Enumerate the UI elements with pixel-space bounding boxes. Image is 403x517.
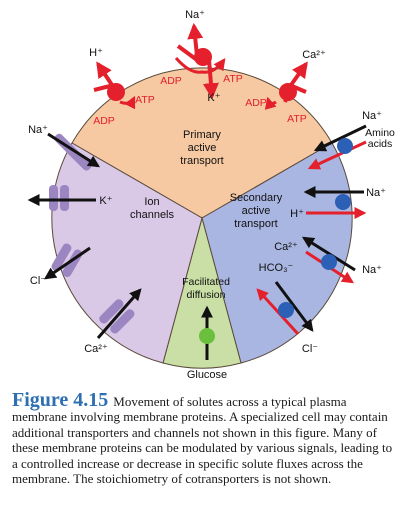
amino-line2-label: acids xyxy=(368,138,393,150)
sodium-proton-exchanger xyxy=(303,186,367,219)
primary-label-line1: Primary xyxy=(183,129,221,141)
na-sec3-label: Na⁺ xyxy=(362,264,382,276)
atp-top-right-label: ATP xyxy=(223,73,243,85)
sodium-calcium-exchanger xyxy=(301,236,356,284)
membrane-transport-diagram: Primary active transport Secondary activ… xyxy=(27,9,395,381)
ion-channels-sector xyxy=(51,142,203,364)
cl-sec-label: Cl⁻ xyxy=(302,343,318,355)
chloride-channel xyxy=(44,243,91,280)
figure-number: Figure 4.15 xyxy=(12,389,109,411)
amino-acid-symporter xyxy=(307,124,367,170)
ion-label-line1: Ion xyxy=(144,196,159,208)
sodium-channel xyxy=(47,132,101,171)
h-sec-label: H⁺ xyxy=(290,208,304,220)
amino-line1-label: Amino xyxy=(365,127,395,139)
ca-sec-label: Ca²⁺ xyxy=(274,241,298,253)
secondary-label-line2: active xyxy=(242,205,271,217)
atp-right-low-label: ATP xyxy=(287,113,307,125)
na-sec2-label: Na⁺ xyxy=(366,187,386,199)
atp-left-label: ATP xyxy=(135,94,155,106)
facilitated-label-line2: diffusion xyxy=(187,289,226,301)
primary-label-line3: transport xyxy=(180,155,223,167)
hco3-label: HCO₃⁻ xyxy=(259,262,294,274)
cl-left-label: Cl⁻ xyxy=(30,275,46,287)
calcium-channel xyxy=(96,288,142,339)
ion-label-line2: channels xyxy=(130,209,175,221)
chloride-bicarbonate-exchanger xyxy=(256,281,314,336)
na-left-label: Na⁺ xyxy=(28,124,48,136)
glucose-transporter xyxy=(199,305,215,360)
proton-pump xyxy=(93,61,136,110)
adp-left-low-label: ADP xyxy=(93,115,115,127)
glucose-label: Glucose xyxy=(187,369,227,381)
k-mid-label: K⁺ xyxy=(207,92,220,104)
na-top-label: Na⁺ xyxy=(185,9,205,21)
secondary-label-line3: transport xyxy=(234,218,277,230)
ca-bottom-left-label: Ca²⁺ xyxy=(84,343,108,355)
calcium-pump xyxy=(264,61,308,110)
secondary-label-line1: Secondary xyxy=(230,192,283,204)
facilitated-label-line1: Facilitated xyxy=(182,276,230,288)
adp-top-left-label: ADP xyxy=(160,75,182,87)
ca-right-label: Ca²⁺ xyxy=(302,49,326,61)
adp-right-label: ADP xyxy=(245,97,267,109)
na-sec1-label: Na⁺ xyxy=(362,110,382,122)
h-left-label: H⁺ xyxy=(89,47,103,59)
potassium-channel xyxy=(27,185,96,211)
caption-text: Movement of solutes across a typical pla… xyxy=(12,394,393,487)
primary-label-line2: active xyxy=(188,142,217,154)
k-left-label: K⁺ xyxy=(99,195,112,207)
na-k-pump xyxy=(174,22,226,100)
